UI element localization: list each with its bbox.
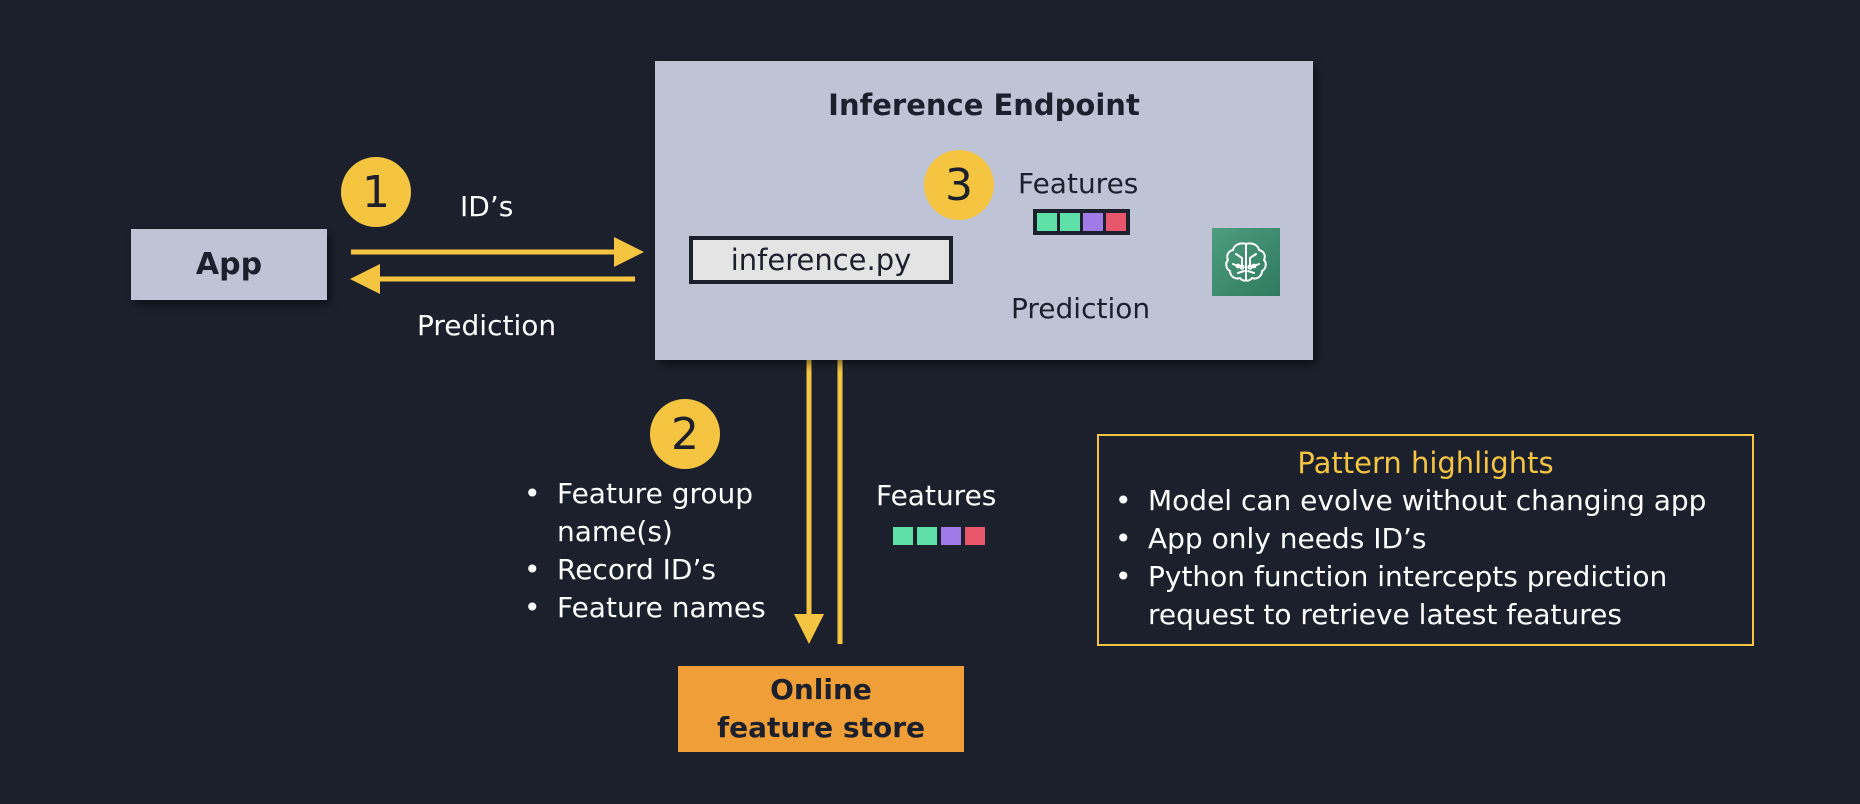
inference-script-label: inference.py — [730, 243, 912, 277]
feature-swatch — [1037, 213, 1057, 231]
feature-swatch — [941, 527, 961, 545]
prediction-label-app: Prediction — [417, 309, 557, 342]
app-label: App — [195, 247, 263, 282]
feature-vector-model — [1033, 209, 1130, 235]
store-label-line1: Online — [770, 673, 872, 706]
list-item: Model can evolve without changing app — [1111, 482, 1752, 520]
list-item: Record ID’s — [520, 551, 780, 589]
feature-swatch — [1060, 213, 1080, 231]
inference-script-box: inference.py — [689, 236, 953, 284]
inference-endpoint-panel — [655, 61, 1313, 360]
pattern-highlights-list: Model can evolve without changing app Ap… — [1099, 482, 1752, 634]
step-1-badge: 1 — [341, 157, 411, 227]
prediction-label-model: Prediction — [1011, 292, 1151, 325]
features-label-model: Features — [1018, 167, 1139, 200]
feature-vector-store — [893, 527, 989, 545]
pattern-highlights-title: Pattern highlights — [1297, 446, 1554, 480]
brain-circuit-icon — [1212, 228, 1280, 296]
feature-swatch — [917, 527, 937, 545]
features-label-store: Features — [876, 479, 997, 512]
list-item: Python function intercepts prediction re… — [1111, 558, 1752, 634]
list-item: App only needs ID’s — [1111, 520, 1752, 558]
online-feature-store-box: Online feature store — [678, 666, 964, 752]
feature-swatch — [1106, 213, 1126, 231]
step-3-badge: 3 — [924, 150, 994, 220]
feature-swatch — [1083, 213, 1103, 231]
feature-swatch — [965, 527, 985, 545]
inference-endpoint-title: Inference Endpoint — [828, 88, 1140, 122]
feature-swatch — [893, 527, 913, 545]
step-2-badge: 2 — [650, 399, 720, 469]
request-parameters-list: Feature group name(s) Record ID’s Featur… — [520, 475, 780, 627]
app-box: App — [131, 229, 327, 300]
pattern-highlights-box: Pattern highlights Model can evolve with… — [1097, 434, 1754, 646]
ids-label: ID’s — [460, 190, 514, 223]
list-item: Feature names — [520, 589, 780, 627]
list-item: Feature group name(s) — [520, 475, 780, 551]
store-label-line2: feature store — [716, 711, 926, 744]
